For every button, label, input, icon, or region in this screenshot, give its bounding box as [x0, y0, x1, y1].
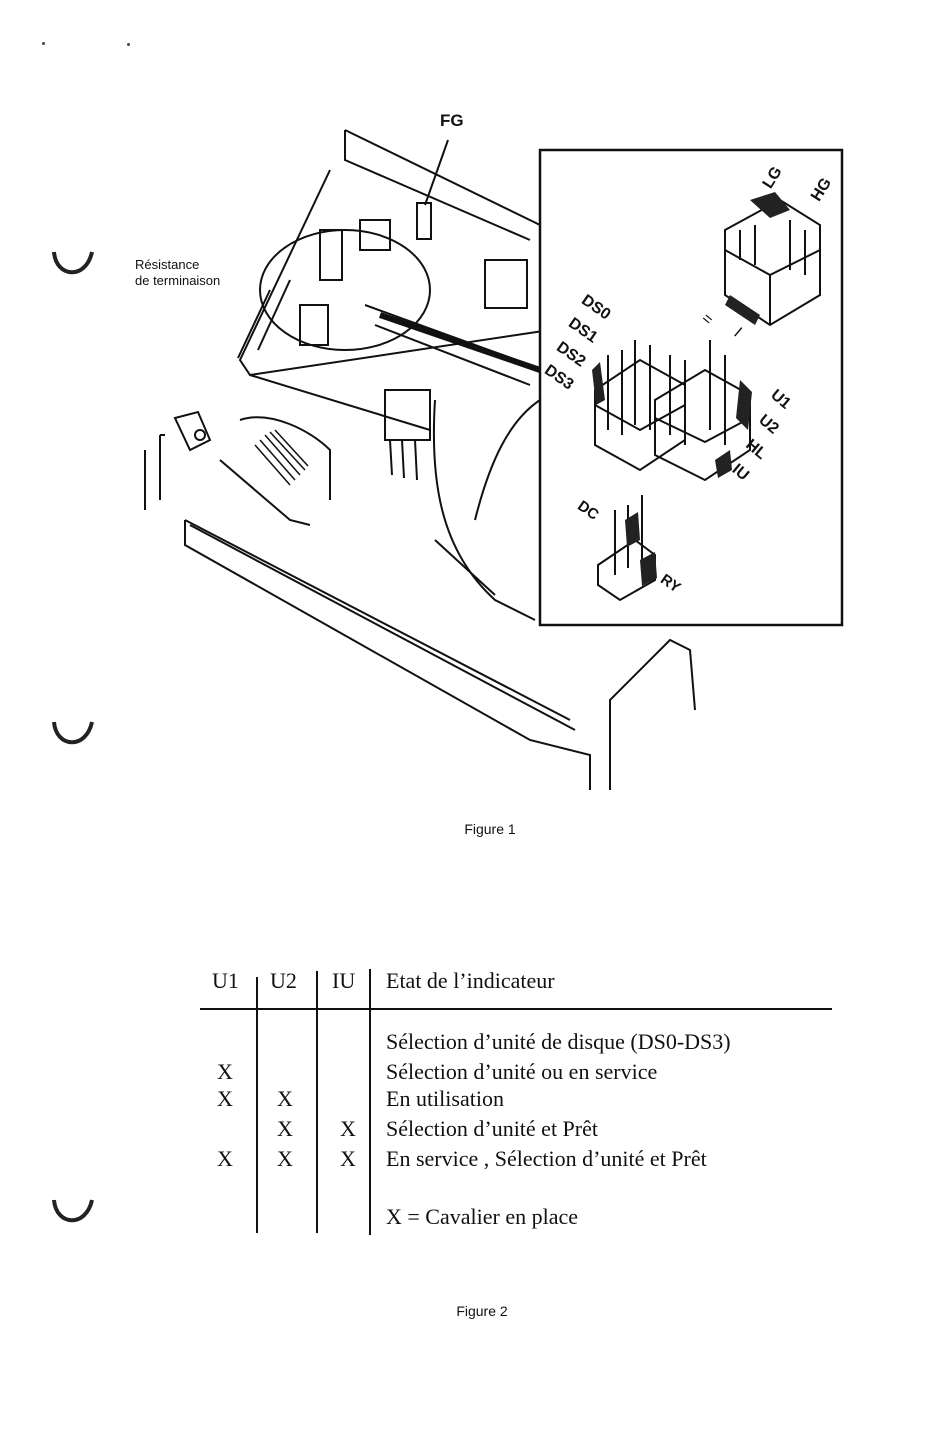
header-state: Etat de l’indicateur — [386, 968, 555, 993]
binder-hole-top — [52, 251, 94, 275]
binder-hole-middle — [52, 721, 94, 745]
table-legend: X = Cavalier en place — [200, 1203, 832, 1231]
table-row: X Sélection d’unité ou en service — [200, 1058, 832, 1086]
drive-illustration — [144, 129, 844, 790]
figure-1-caption: Figure 1 — [464, 821, 516, 837]
terminator-label-line1: Résistance — [135, 257, 200, 272]
table-row: X X En utilisation — [200, 1085, 832, 1113]
table-row: X X X En service , Sélection d’unité et … — [200, 1145, 832, 1173]
scan-speck — [127, 43, 130, 46]
binder-hole-bottom — [52, 1199, 94, 1223]
table-row: X X Sélection d’unité et Prêt — [200, 1115, 832, 1143]
cell-u1: X — [217, 1086, 233, 1111]
figure-2-caption: Figure 2 — [456, 1303, 508, 1319]
header-u2: U2 — [270, 968, 297, 993]
cell-iu: X — [340, 1146, 356, 1171]
cell-u2: X — [277, 1116, 293, 1141]
column-rule — [369, 969, 371, 1235]
cell-u2: X — [277, 1146, 293, 1171]
cell-state: Sélection d’unité ou en service — [386, 1059, 658, 1084]
cell-state: Sélection d’unité de disque (DS0-DS3) — [386, 1029, 731, 1054]
cell-u1: X — [217, 1146, 233, 1171]
header-u1: U1 — [212, 968, 239, 993]
cell-state: En service , Sélection d’unité et Prêt — [386, 1146, 707, 1171]
jumper-detail-inset — [538, 148, 844, 627]
cell-state: Sélection d’unité et Prêt — [386, 1116, 598, 1141]
table-header: U1 U2 IU Etat de l’indicateur — [200, 967, 832, 995]
cell-u2: X — [277, 1086, 293, 1111]
column-rule — [256, 977, 258, 1233]
cell-state: En utilisation — [386, 1086, 504, 1111]
column-rule — [316, 971, 318, 1233]
legend-text: X = Cavalier en place — [386, 1204, 578, 1229]
table-row: Sélection d’unité de disque (DS0-DS3) — [200, 1028, 832, 1056]
terminator-label: Résistance de terminaison — [135, 257, 220, 289]
fg-label: FG — [440, 111, 464, 130]
header-rule — [200, 1008, 832, 1010]
terminator-label-line2: de terminaison — [135, 273, 221, 288]
cell-iu: X — [340, 1116, 356, 1141]
header-iu: IU — [332, 968, 356, 993]
scan-speck — [42, 42, 45, 45]
cell-u1: X — [217, 1059, 233, 1084]
